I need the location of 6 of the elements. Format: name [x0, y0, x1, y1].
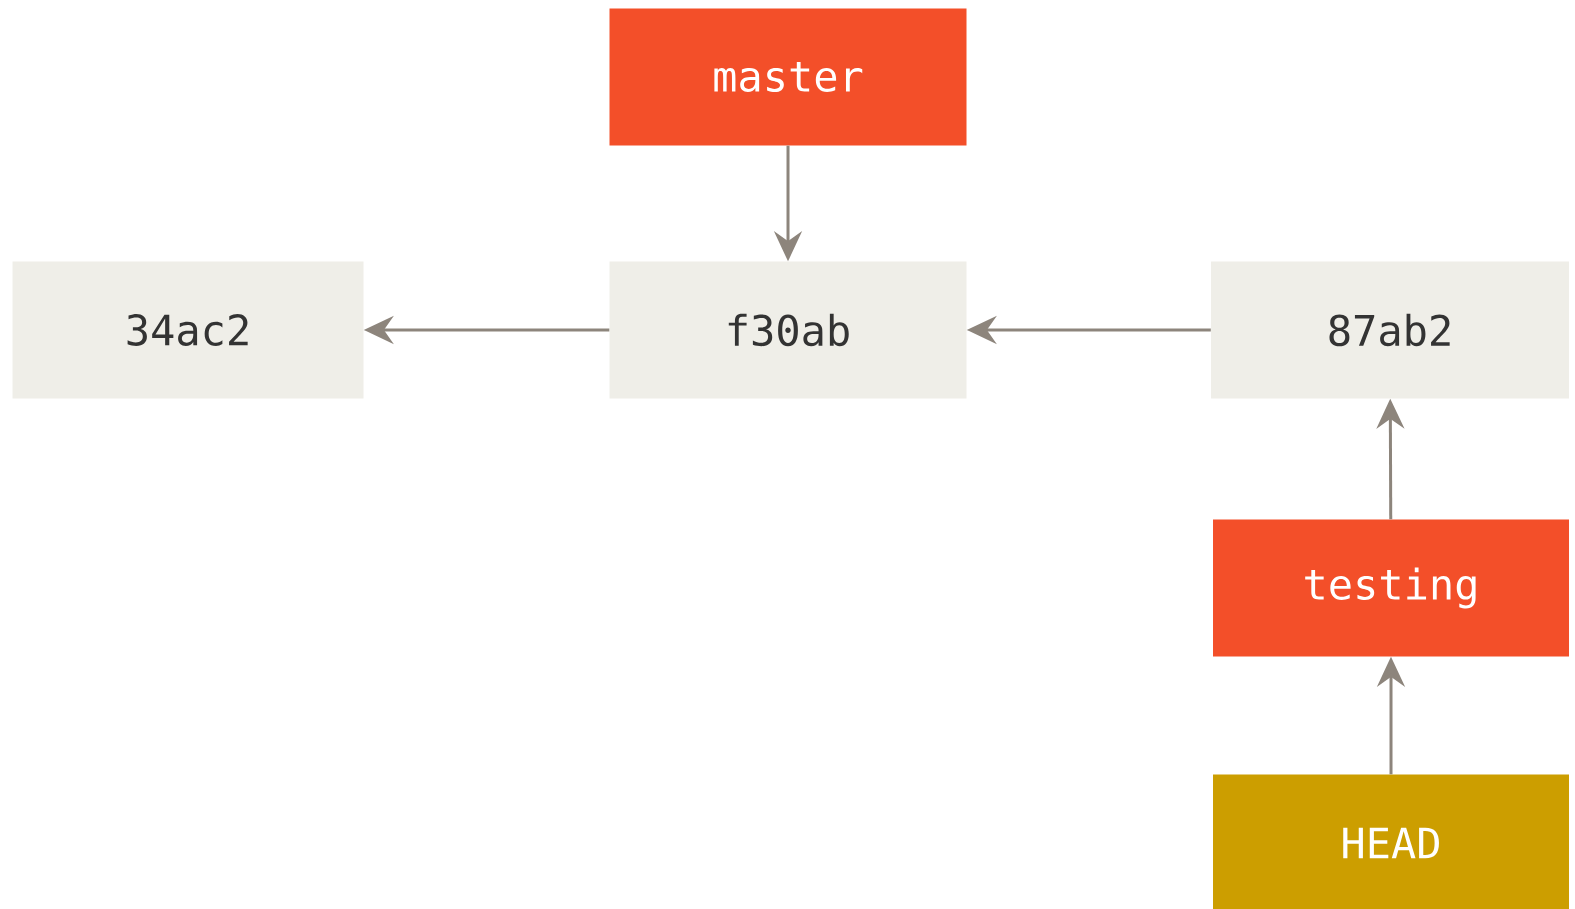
branch-box: testing	[1213, 519, 1569, 657]
head-pointer-box: HEAD	[1213, 774, 1569, 909]
commit-box: 34ac2	[12, 261, 364, 399]
commit-box: f30ab	[609, 261, 967, 399]
branch-box: master	[609, 8, 967, 146]
commit-box: 87ab2	[1211, 261, 1569, 399]
